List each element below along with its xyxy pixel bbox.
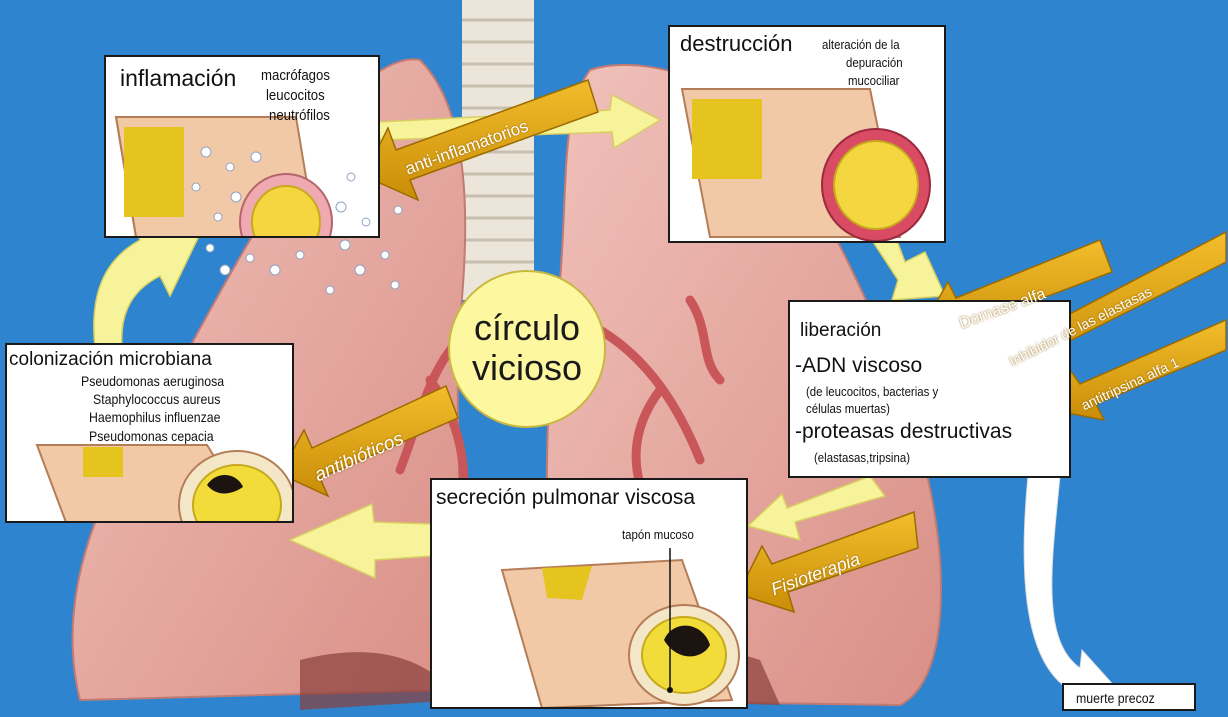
destruccion-note-3: mucociliar xyxy=(848,73,899,88)
liberacion-adn-note-1: (de leucocitos, bacterias y xyxy=(806,384,938,399)
organism-3: Haemophilus influenzae xyxy=(89,409,221,425)
inflamacion-cell-1: macrófagos xyxy=(261,67,330,84)
liberacion-proteasas: -proteasas destructivas xyxy=(795,420,1012,444)
organism-4: Pseudomonas cepacia xyxy=(89,428,214,444)
center-line-2: vicioso xyxy=(450,348,604,388)
organism-1: Pseudomonas aeruginosa xyxy=(81,373,224,389)
box-secrecion: secreción pulmonar viscosa tapón mucoso xyxy=(430,478,748,709)
circulo-vicioso: círculo vicioso xyxy=(448,270,606,428)
center-line-1: círculo xyxy=(450,308,604,348)
secrecion-title: secreción pulmonar viscosa xyxy=(436,486,695,510)
tapon-mucoso-label: tapón mucoso xyxy=(622,527,694,542)
box-destruccion: destrucción alteración de la depuración … xyxy=(668,25,946,243)
inflamacion-title: inflamación xyxy=(120,65,236,92)
liberacion-proteasas-note: (elastasas,tripsina) xyxy=(814,450,910,465)
inflamacion-cell-2: leucocitos xyxy=(266,87,325,104)
muerte-precoz-label: muerte precoz xyxy=(1076,690,1155,706)
liberacion-adn-note-2: células muertas) xyxy=(806,401,890,416)
organism-2: Staphylococcus aureus xyxy=(93,391,220,407)
liberacion-title: liberación xyxy=(800,320,881,342)
destruccion-note-1: alteración de la xyxy=(822,37,900,52)
box-muerte-precoz: muerte precoz xyxy=(1062,683,1196,711)
colonizacion-title: colonización microbiana xyxy=(9,349,212,371)
inflamacion-cell-3: neutrófilos xyxy=(269,107,330,124)
liberacion-adn: -ADN viscoso xyxy=(795,354,922,378)
destruccion-note-2: depuración xyxy=(846,55,903,70)
box-colonizacion: colonización microbiana Pseudomonas aeru… xyxy=(5,343,294,523)
airway-destroyed-illustration xyxy=(670,27,946,243)
airway-mucus-illustration xyxy=(432,480,748,709)
box-liberacion: liberación -ADN viscoso (de leucocitos, … xyxy=(788,300,1071,478)
box-inflamacion: inflamación macrófagos leucocitos neutró… xyxy=(104,55,380,238)
destruccion-title: destrucción xyxy=(680,31,793,57)
